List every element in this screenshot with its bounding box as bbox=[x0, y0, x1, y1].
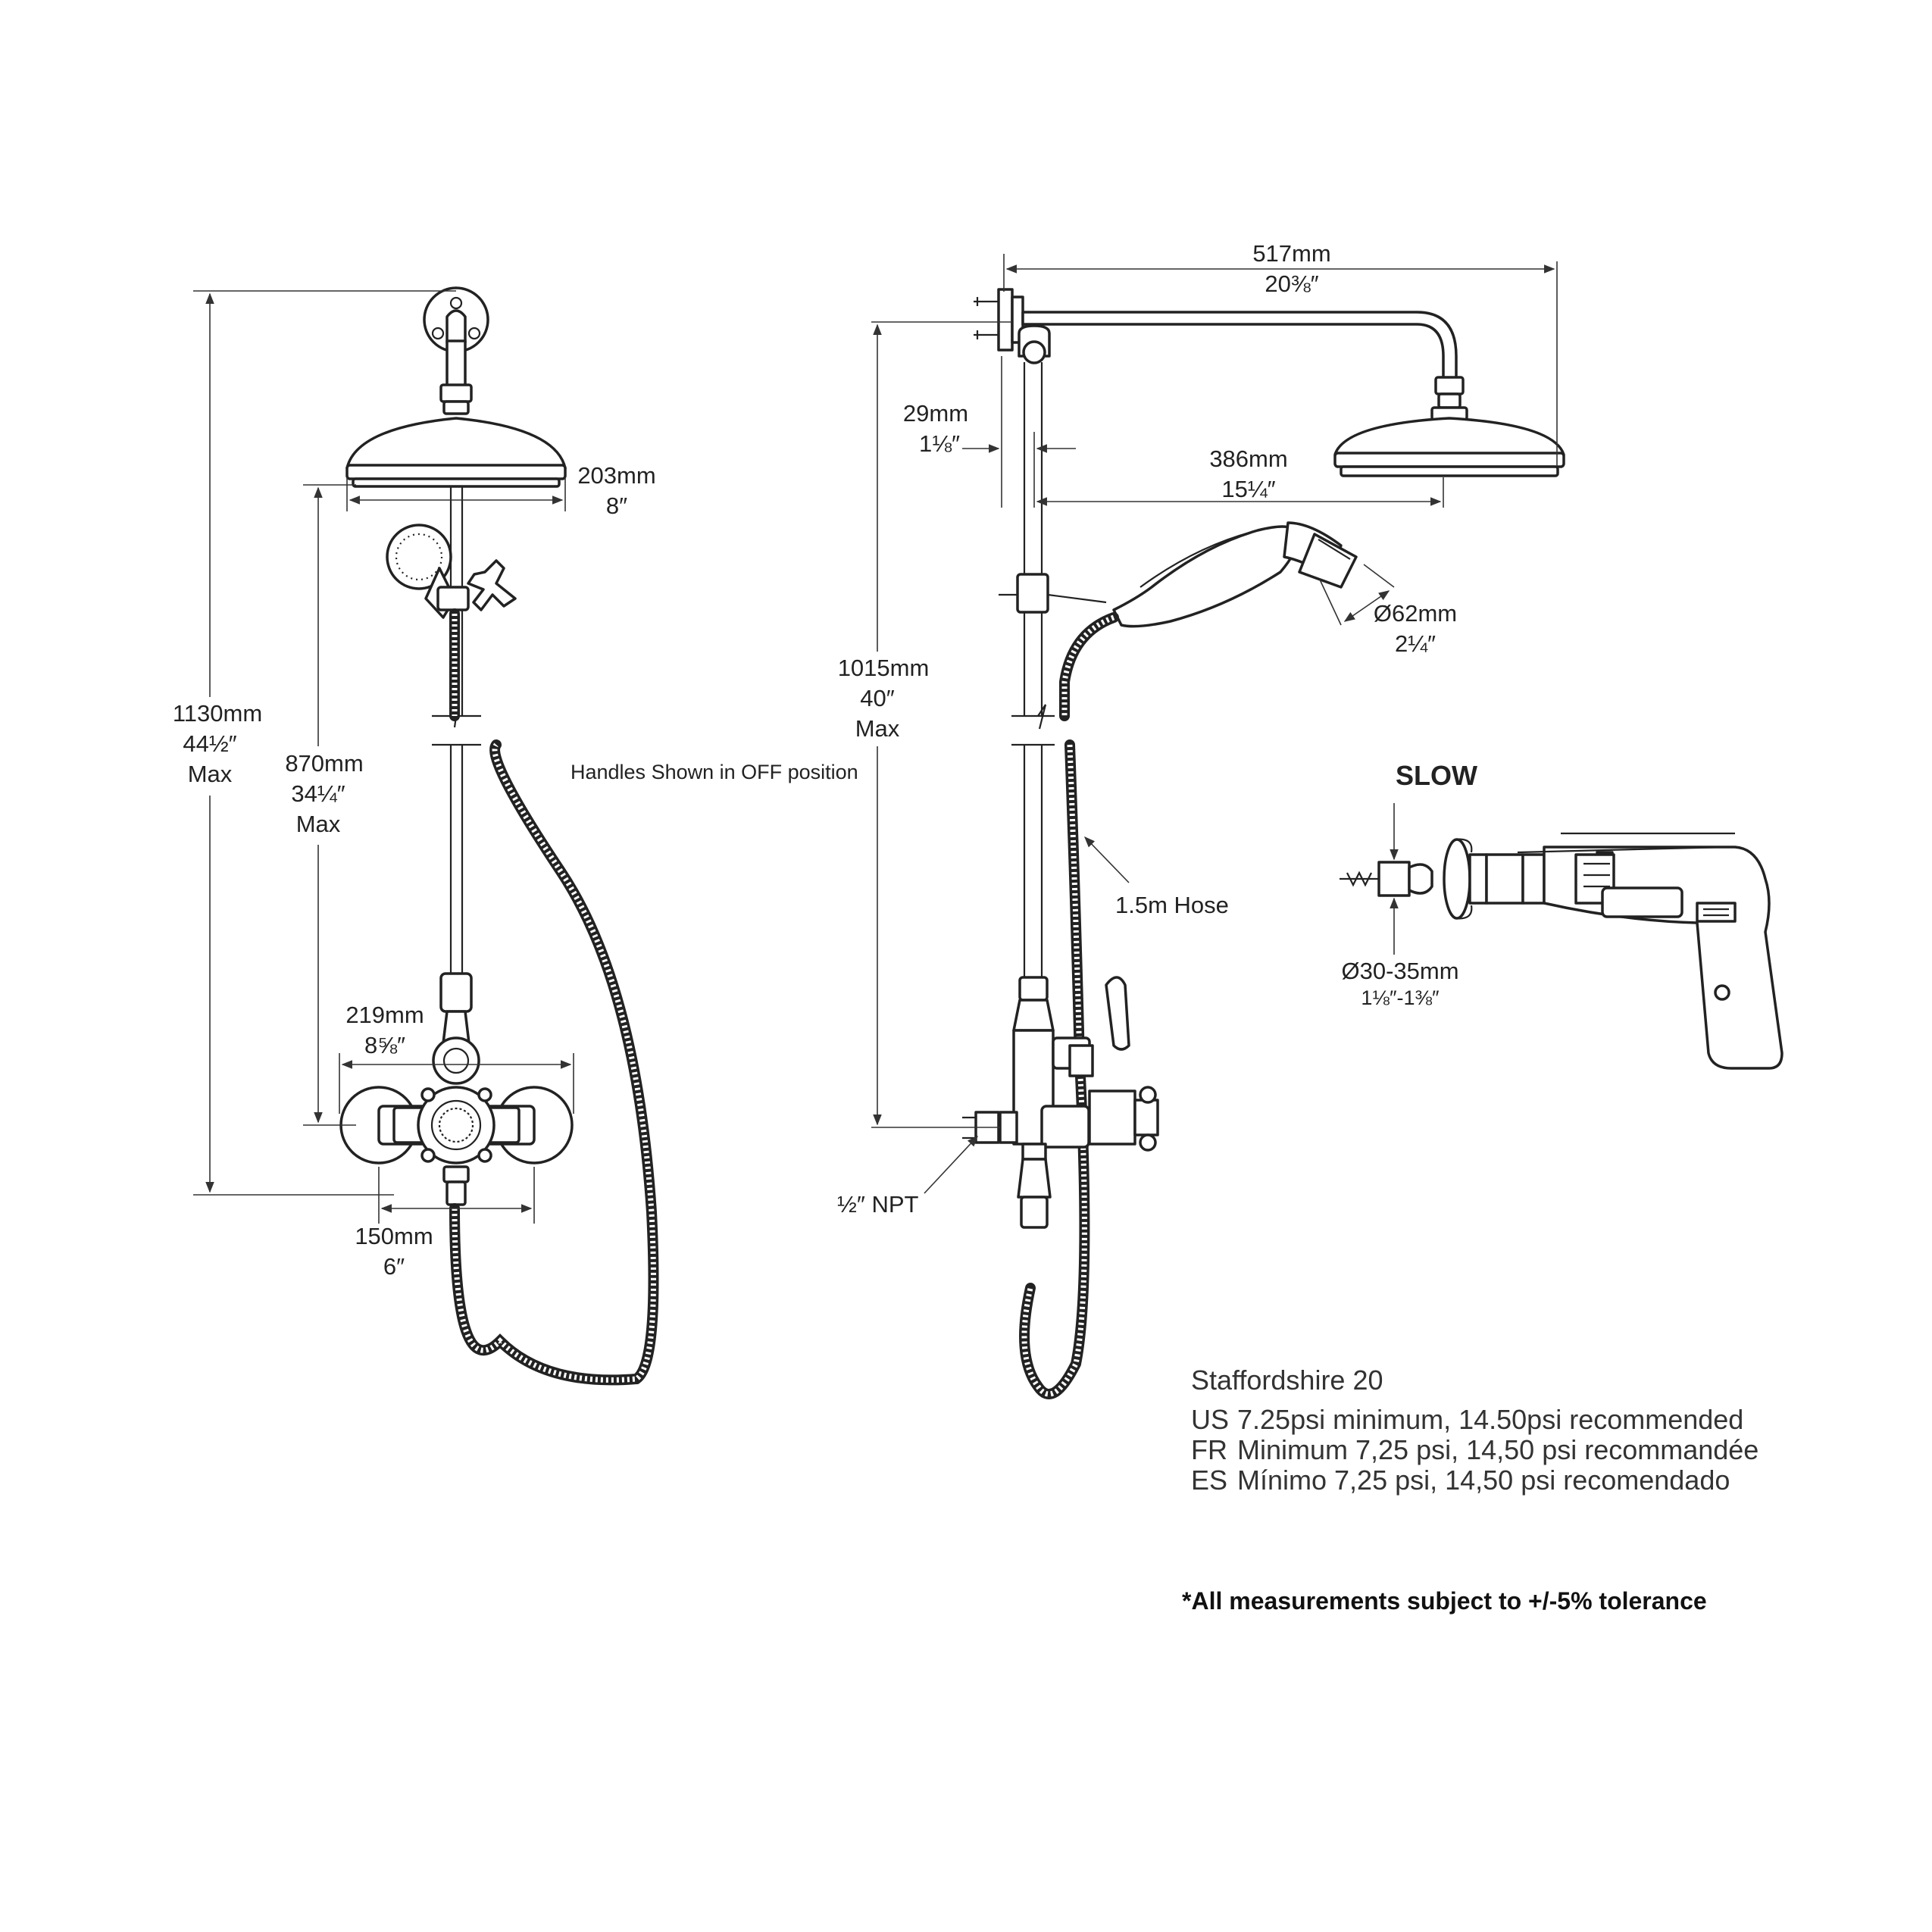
arm-projection-mm: 517mm bbox=[1252, 240, 1330, 267]
front-view bbox=[339, 286, 659, 1386]
side-wall-plate bbox=[997, 288, 1014, 352]
drill-speed-label: SLOW bbox=[1396, 760, 1477, 791]
spec-text-fr: Minimum 7,25 psi, 14,50 psi recommandée bbox=[1237, 1434, 1758, 1465]
drill-icon bbox=[1340, 803, 1784, 1070]
wall-offset-mm: 29mm bbox=[903, 400, 968, 427]
spec-code-es: ES bbox=[1191, 1465, 1227, 1496]
spec-text-us: 7.25psi minimum, 14.50psi recommended bbox=[1237, 1404, 1743, 1435]
valve-width-in: 8⅝″ bbox=[364, 1032, 405, 1058]
inlet-centers-mm: 150mm bbox=[355, 1223, 433, 1249]
handset-diameter-mm: Ø62mm bbox=[1374, 600, 1457, 627]
side-shower-arm bbox=[1021, 311, 1458, 380]
head-diameter-in: 8″ bbox=[606, 492, 627, 519]
front-height-note: Max bbox=[188, 761, 233, 787]
front-holder-knob bbox=[467, 559, 517, 611]
front-shower-head bbox=[345, 417, 567, 470]
front-height-in: 44½″ bbox=[183, 730, 236, 757]
front-riser-note: Max bbox=[296, 811, 341, 837]
front-riser-in: 34¼″ bbox=[291, 780, 345, 807]
spec-text-es: Mínimo 7,25 psi, 14,50 psi recomendado bbox=[1237, 1465, 1730, 1496]
handset-diameter-in: 2¼″ bbox=[1395, 630, 1436, 657]
side-handset bbox=[1112, 525, 1299, 628]
model-name: Staffordshire 20 bbox=[1191, 1365, 1383, 1396]
inlet-centers-in: 6″ bbox=[383, 1253, 405, 1280]
head-reach-mm: 386mm bbox=[1209, 445, 1287, 472]
side-view bbox=[962, 288, 1565, 1399]
head-reach-in: 15¼″ bbox=[1221, 476, 1275, 502]
side-height-in: 40″ bbox=[860, 685, 894, 711]
valve-width-mm: 219mm bbox=[345, 1002, 424, 1028]
hose-label: 1.5m Hose bbox=[1115, 892, 1229, 918]
handles-note: Handles Shown in OFF position bbox=[571, 761, 858, 783]
side-dimensions bbox=[871, 254, 1558, 1194]
arm-projection-in: 20⅜″ bbox=[1265, 270, 1318, 297]
spec-code-us: US bbox=[1191, 1404, 1229, 1435]
front-cross-handle bbox=[417, 1086, 496, 1165]
tolerance-note: *All measurements subject to +/-5% toler… bbox=[1182, 1587, 1707, 1615]
front-riser-mm: 870mm bbox=[285, 750, 363, 777]
side-height-mm: 1015mm bbox=[838, 655, 930, 681]
side-height-note: Max bbox=[855, 715, 900, 742]
spec-block: Staffordshire 20 US 7.25psi minimum, 14.… bbox=[1191, 1365, 1758, 1496]
head-diameter-mm: 203mm bbox=[577, 462, 655, 489]
spec-code-fr: FR bbox=[1191, 1434, 1227, 1465]
npt-label: ½″ NPT bbox=[837, 1191, 919, 1218]
side-lever-handle bbox=[1105, 976, 1130, 1051]
front-height-mm: 1130mm bbox=[173, 700, 262, 727]
drill-hole-in: 1⅛″-1⅜″ bbox=[1361, 986, 1440, 1009]
drill-hole-mm: Ø30-35mm bbox=[1341, 958, 1458, 984]
front-dimensions bbox=[193, 290, 574, 1224]
front-hose bbox=[449, 739, 659, 1386]
front-arm-elbow bbox=[445, 309, 467, 344]
wall-offset-in: 1⅛″ bbox=[919, 430, 960, 457]
side-shower-head bbox=[1333, 417, 1565, 456]
side-hose-upper bbox=[1059, 612, 1119, 721]
